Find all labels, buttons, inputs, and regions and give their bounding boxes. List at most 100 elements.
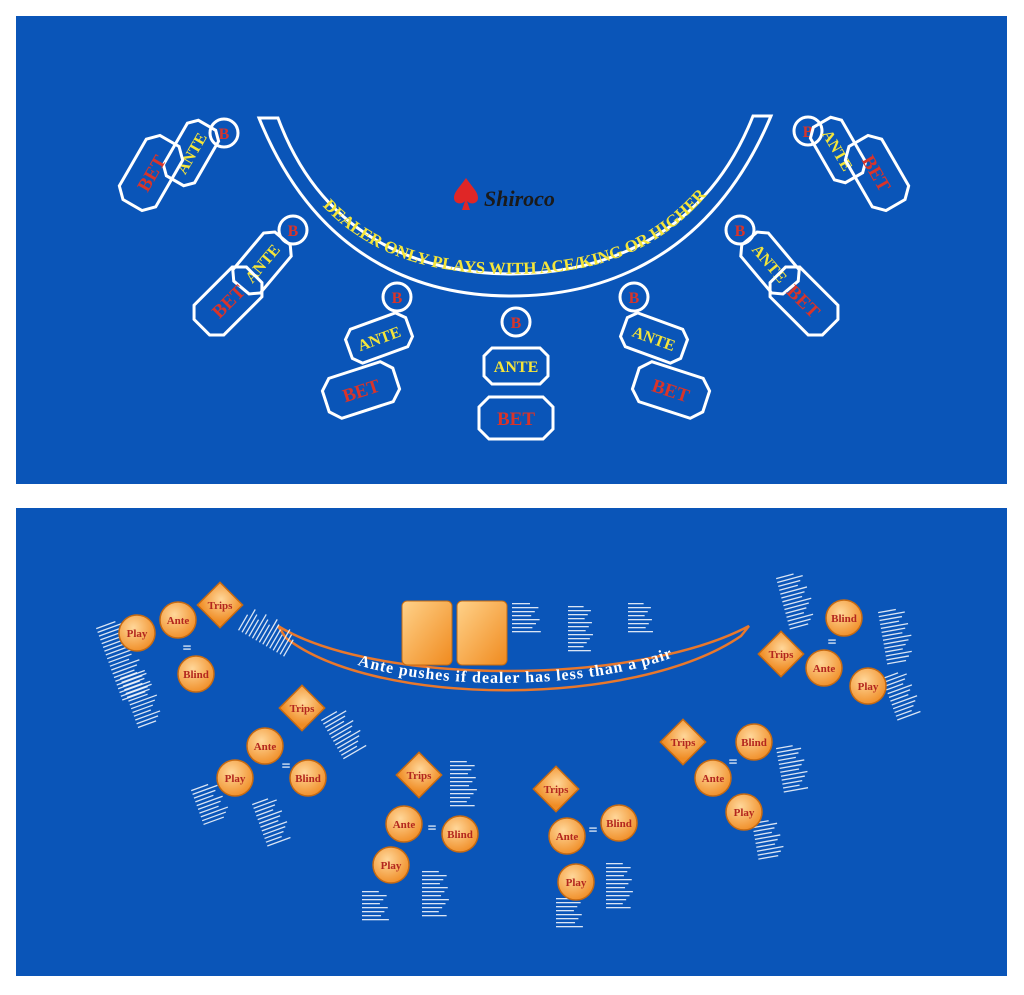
blind-bet-spot[interactable]: Blind [600,804,638,842]
equals-sign: = [427,820,436,837]
ante-bet-spot[interactable]: ANTE [159,116,222,189]
ante-label: ANTE [748,241,790,286]
bonus-bet-spot[interactable]: B [381,281,413,313]
trips-bet-spot[interactable]: Trips [278,684,326,732]
ante-bet-spot[interactable]: Ante [159,601,197,639]
blind-bet-spot[interactable]: Blind [735,723,773,761]
equals-sign: = [588,822,597,839]
trips-label: Trips [544,784,570,796]
ante-label: ANTE [494,359,538,376]
trips-bet-spot[interactable]: Trips [196,581,244,629]
bonus-label: B [219,126,230,143]
bet-label: BET [340,375,383,407]
ante-bet-spot[interactable]: Ante [385,805,423,843]
play-bet-spot-label: Play [381,860,402,872]
dealer-card-box-1 [401,600,453,666]
blind-bet-spot[interactable]: Blind [177,655,215,693]
blind-bet-spot-label: Blind [831,613,857,625]
bonus-label: B [735,223,746,240]
paytable-fineprint [252,798,291,847]
trips-bet-spot[interactable]: Trips [395,751,443,799]
dealer-card-box-2 [456,600,508,666]
trips-label: Trips [407,770,433,782]
bet-label: BET [649,376,692,408]
play-bet-spot[interactable]: Play [372,846,410,884]
blind-bet-spot[interactable]: Blind [289,759,327,797]
paytable-fineprint [878,608,912,665]
blind-bet-spot-label: Blind [741,737,767,749]
bonus-bet-spot[interactable]: B [792,115,824,147]
ante-bet-spot-label: Ante [167,615,190,627]
equals-sign: = [827,634,836,651]
play-bet-spot[interactable]: BET [477,395,555,441]
ante-bet-spot[interactable]: ANTE [806,113,869,186]
trips-label: Trips [290,703,316,715]
ante-bet-spot-label: Ante [813,663,836,675]
play-bet-spot[interactable]: Play [216,759,254,797]
play-bet-spot[interactable]: Play [118,614,156,652]
ante-bet-spot[interactable]: Ante [805,649,843,687]
bottom-table-svg: Ante pushes if dealer has less than a pa… [96,573,921,928]
play-bet-spot[interactable]: Play [725,793,763,831]
ante-push-band [276,624,750,692]
paytable-fineprint [776,745,809,793]
bonus-bet-spot[interactable]: B [618,281,650,313]
shiroco-logo: Shiroco [454,178,555,211]
paytable-fineprint [628,603,653,633]
equals-sign: = [182,640,191,657]
paytable-fineprint [556,898,583,928]
play-bet-spot[interactable]: BET [629,359,712,422]
blind-bet-spot[interactable]: Blind [825,599,863,637]
ante-bet-spot[interactable]: Ante [548,817,586,855]
play-bet-spot-label: Play [566,877,587,889]
ante-label: ANTE [242,241,284,286]
play-bet-spot[interactable]: Play [557,863,595,901]
equals-sign: = [281,758,290,775]
trips-bet-spot[interactable]: Trips [659,718,707,766]
paytable-fineprint [606,863,633,909]
bonus-label: B [392,290,403,307]
paytable-fineprint [238,609,294,657]
dealer-paytables [512,603,653,652]
paytable-fineprint [450,761,477,807]
bet-label: BET [497,409,535,430]
paytable-fineprint [362,891,389,921]
ante-bet-spot-label: Ante [254,741,277,753]
paytable-fineprint [568,606,593,652]
paytable-fineprint [321,710,367,760]
paytable-fineprint [422,871,449,917]
blind-bet-spot[interactable]: Blind [441,815,479,853]
bonus-bet-spot[interactable]: B [724,214,756,246]
ante-bet-spot[interactable]: ANTE [618,310,690,366]
play-bet-spot[interactable]: BET [319,359,402,422]
blind-bet-spot-label: Blind [606,818,632,830]
play-bet-spot-label: Play [225,773,246,785]
play-bet-spot[interactable]: Play [849,667,887,705]
trips-bet-spot[interactable]: Trips [757,630,805,678]
play-bet-spot[interactable]: BET [840,130,913,215]
ante-bet-spot[interactable]: ANTE [482,346,550,386]
paytable-fineprint [191,783,229,826]
play-bet-spot-label: Play [127,628,148,640]
ante-bet-spot[interactable]: Ante [246,727,284,765]
logo-text: Shiroco [484,186,555,211]
bonus-label: B [803,124,814,141]
bonus-bet-spot[interactable]: B [277,214,309,246]
bonus-bet-spot[interactable]: B [208,117,240,149]
blind-bet-spot-label: Blind [183,669,209,681]
bonus-label: B [288,223,299,240]
bonus-bet-spot[interactable]: B [500,306,532,338]
ante-bet-spot[interactable]: ANTE [343,310,415,366]
bonus-label: B [511,315,522,332]
ante-bet-spot[interactable]: Ante [694,759,732,797]
trips-bet-spot[interactable]: Trips [532,765,580,813]
ante-bet-spot-label: Ante [393,819,416,831]
paytable-fineprint [96,621,151,701]
top-table-layout: DEALER ONLY PLAYS WITH ACE/KING OR HIGHE… [16,16,1007,484]
